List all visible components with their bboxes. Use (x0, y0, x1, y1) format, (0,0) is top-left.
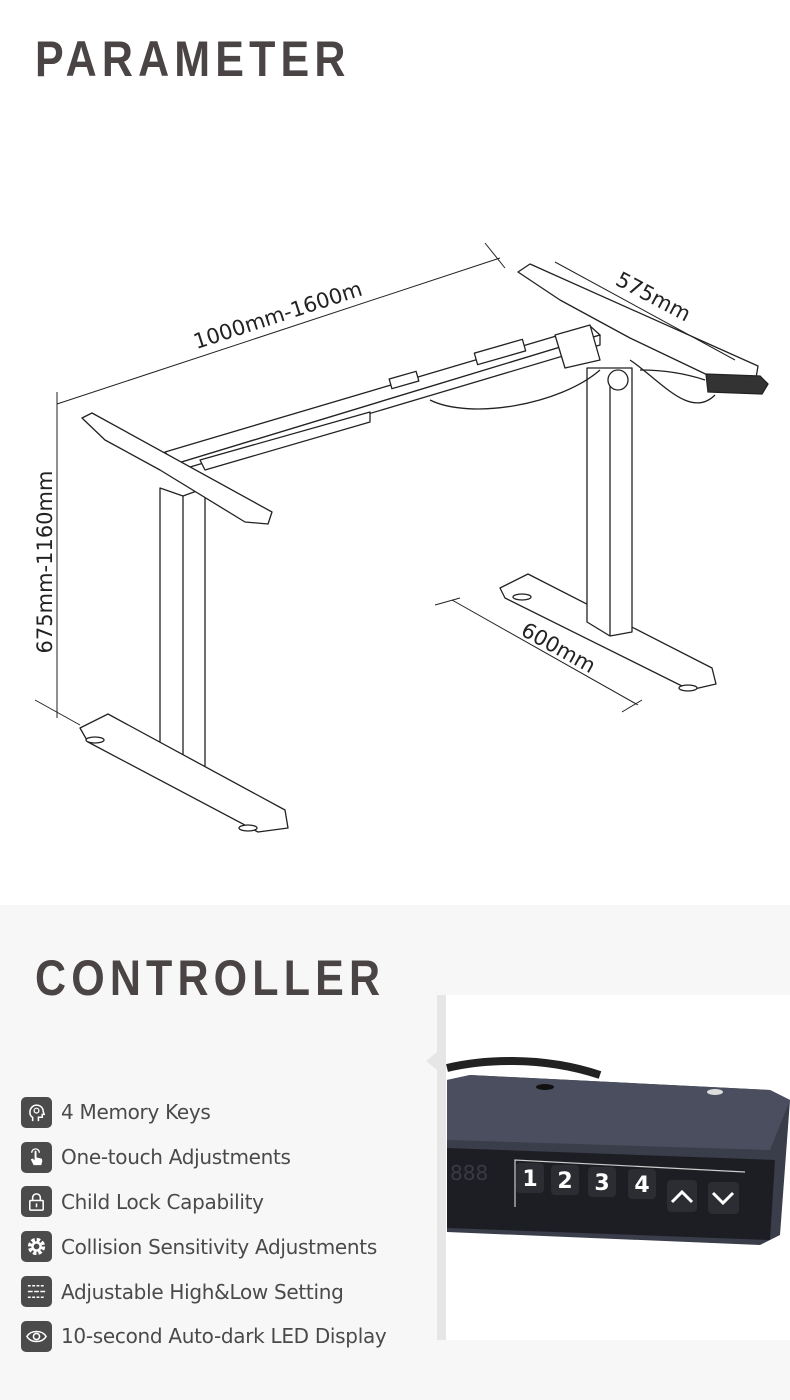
feature-label: Adjustable High&Low Setting (61, 1279, 344, 1304)
parameter-title: PARAMETER (35, 31, 351, 87)
list-item: 10-second Auto-dark LED Display (21, 1314, 387, 1359)
feature-label: One-touch Adjustments (61, 1145, 291, 1170)
divider (437, 995, 446, 1340)
keypad: 1 2 3 4 (516, 1163, 739, 1214)
svg-text:3: 3 (594, 1171, 609, 1196)
desk-frame-diagram: 1000mm-1600m 575mm 675mm-1160mm 600mm (33, 242, 769, 833)
divider-notch (426, 1052, 437, 1070)
feature-label: Collision Sensitivity Adjustments (61, 1234, 377, 1259)
chevron-down-icon (711, 1191, 735, 1206)
list-item: Child Lock Capability (21, 1180, 386, 1225)
left-crossbar (81, 412, 273, 525)
svg-text:2: 2 (557, 1169, 572, 1194)
up-key[interactable] (667, 1180, 697, 1212)
head-gear-icon (21, 1096, 52, 1128)
gear-icon (21, 1231, 52, 1263)
feature-list: 4 Memory Keys One-touch Adjustments Chil… (21, 1090, 387, 1359)
feature-label: 10-second Auto-dark LED Display (61, 1324, 387, 1349)
feature-label: 4 Memory Keys (61, 1100, 211, 1125)
memory-key-3[interactable]: 3 (588, 1167, 616, 1197)
controller-title: CONTROLLER (35, 950, 386, 1006)
list-item: Collision Sensitivity Adjustments (21, 1224, 386, 1269)
list-item: Adjustable High&Low Setting (21, 1269, 386, 1314)
memory-key-4[interactable]: 4 (628, 1169, 656, 1199)
controller-box-small (705, 373, 769, 395)
led-display: 888 (450, 1161, 488, 1185)
down-key[interactable] (708, 1182, 739, 1214)
height-range-label: 675mm-1160mm (33, 471, 57, 654)
svg-text:1: 1 (522, 1167, 537, 1192)
eye-icon (21, 1320, 52, 1352)
chevron-up-icon (670, 1189, 694, 1204)
feature-label: Child Lock Capability (61, 1189, 264, 1214)
memory-key-2[interactable]: 2 (551, 1165, 579, 1195)
controller-photo: 888 1 2 3 4 (446, 995, 790, 1340)
svg-text:4: 4 (634, 1173, 649, 1198)
list-item: 4 Memory Keys (21, 1090, 386, 1135)
touch-hand-icon (21, 1141, 52, 1173)
list-item: One-touch Adjustments (21, 1135, 386, 1180)
lock-icon (21, 1186, 52, 1218)
width-range-label: 1000mm-1600m (191, 277, 366, 354)
memory-key-1[interactable]: 1 (516, 1163, 544, 1193)
sliders-icon (21, 1276, 52, 1308)
